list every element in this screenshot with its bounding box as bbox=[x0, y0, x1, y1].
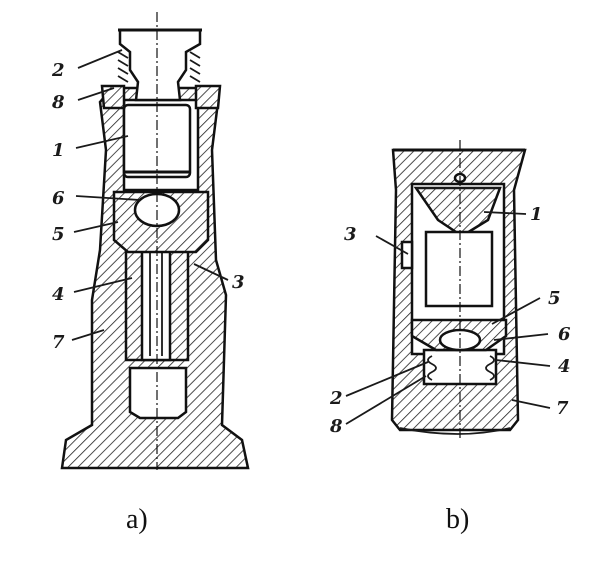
figure-b-label-4: 4 bbox=[558, 356, 571, 377]
figure-a-thread bbox=[117, 51, 201, 83]
figure-b-label-3: 3 bbox=[344, 224, 357, 245]
figure-a-label-2: 2 bbox=[51, 60, 65, 81]
figure-a-caption: a) bbox=[126, 504, 148, 535]
figure-a-label-3: 3 bbox=[232, 272, 245, 293]
figure-a-label-7: 7 bbox=[52, 332, 65, 353]
figure-a-label-8: 8 bbox=[51, 92, 65, 113]
figure-b-label-8: 8 bbox=[329, 416, 343, 437]
figure-b-port-3 bbox=[400, 240, 414, 270]
figure-a-label-5: 5 bbox=[52, 224, 65, 245]
figure-b-label-7: 7 bbox=[556, 398, 569, 419]
figure-a-screw-2 bbox=[118, 28, 202, 102]
figure-a-label-4: 4 bbox=[52, 284, 65, 305]
figure-a-label-6: 6 bbox=[52, 188, 65, 209]
figure-b-label-6: 6 bbox=[558, 324, 571, 345]
figure-b-label-5: 5 bbox=[548, 288, 561, 309]
figure-b-label-2: 2 bbox=[329, 388, 343, 409]
figure-a-label-1: 1 bbox=[52, 140, 65, 161]
figure-b-spring-2 bbox=[427, 355, 495, 381]
figure-a-drawing bbox=[60, 12, 250, 470]
figure-b-drawing bbox=[345, 140, 551, 440]
figure-b-plunger-1 bbox=[424, 230, 494, 308]
figure-b-label-1: 1 bbox=[530, 204, 543, 225]
figure-a-lower-bore bbox=[128, 366, 188, 420]
figure-b-caption: b) bbox=[446, 504, 469, 535]
figure-a-nut-8 bbox=[100, 84, 126, 110]
